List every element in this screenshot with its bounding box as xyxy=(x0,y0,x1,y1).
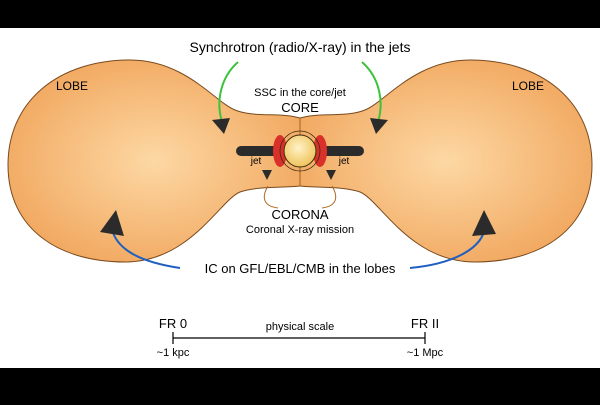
left-lobe-label: LOBE xyxy=(56,79,88,93)
corona-connector-right xyxy=(321,185,337,209)
scale-right-class: FR II xyxy=(411,316,439,331)
left-lobe xyxy=(7,59,301,263)
left-jet-pointer-icon xyxy=(262,170,272,180)
right-jet-pointer-icon xyxy=(326,170,336,180)
jets xyxy=(236,130,364,172)
synchrotron-arrow-left xyxy=(218,61,239,123)
bottom-frame-bar xyxy=(0,368,600,400)
ic-arrow-right xyxy=(409,231,485,269)
right-lobe-label: LOBE xyxy=(512,79,544,93)
core-ring xyxy=(279,130,321,172)
ssc-label: SSC in the core/jet xyxy=(254,87,346,99)
top-frame-bar xyxy=(0,0,600,28)
synchrotron-arrow-right xyxy=(361,61,382,123)
core-label: CORE xyxy=(281,100,319,115)
corona-label: CORONA xyxy=(271,207,328,222)
ic-arrow-left xyxy=(111,229,181,269)
right-jet-label: jet xyxy=(338,156,350,167)
physical-scale: physical scale FR 0 FR II ~1 kpc ~1 Mpc xyxy=(157,316,444,359)
corona-mission-label: Coronal X-ray mission xyxy=(246,224,354,236)
ic-label: IC on GFL/EBL/CMB in the lobes xyxy=(205,261,396,276)
corona-connector-left xyxy=(263,185,279,209)
radio-galaxy-body xyxy=(7,59,593,263)
ic-arrowhead-right-icon xyxy=(472,210,496,236)
scale-right-size: ~1 Mpc xyxy=(407,347,444,359)
scale-title: physical scale xyxy=(266,321,334,333)
synchrotron-arrowhead-right-icon xyxy=(370,118,388,134)
scale-left-size: ~1 kpc xyxy=(157,347,190,359)
synchrotron-arrowhead-left-icon xyxy=(212,118,230,134)
scale-left-class: FR 0 xyxy=(159,316,187,331)
synchrotron-label: Synchrotron (radio/X-ray) in the jets xyxy=(190,39,411,55)
right-lobe xyxy=(299,59,593,263)
left-jet-label: jet xyxy=(250,156,262,167)
ic-arrowhead-left-icon xyxy=(100,210,124,236)
core-sphere xyxy=(283,134,317,168)
